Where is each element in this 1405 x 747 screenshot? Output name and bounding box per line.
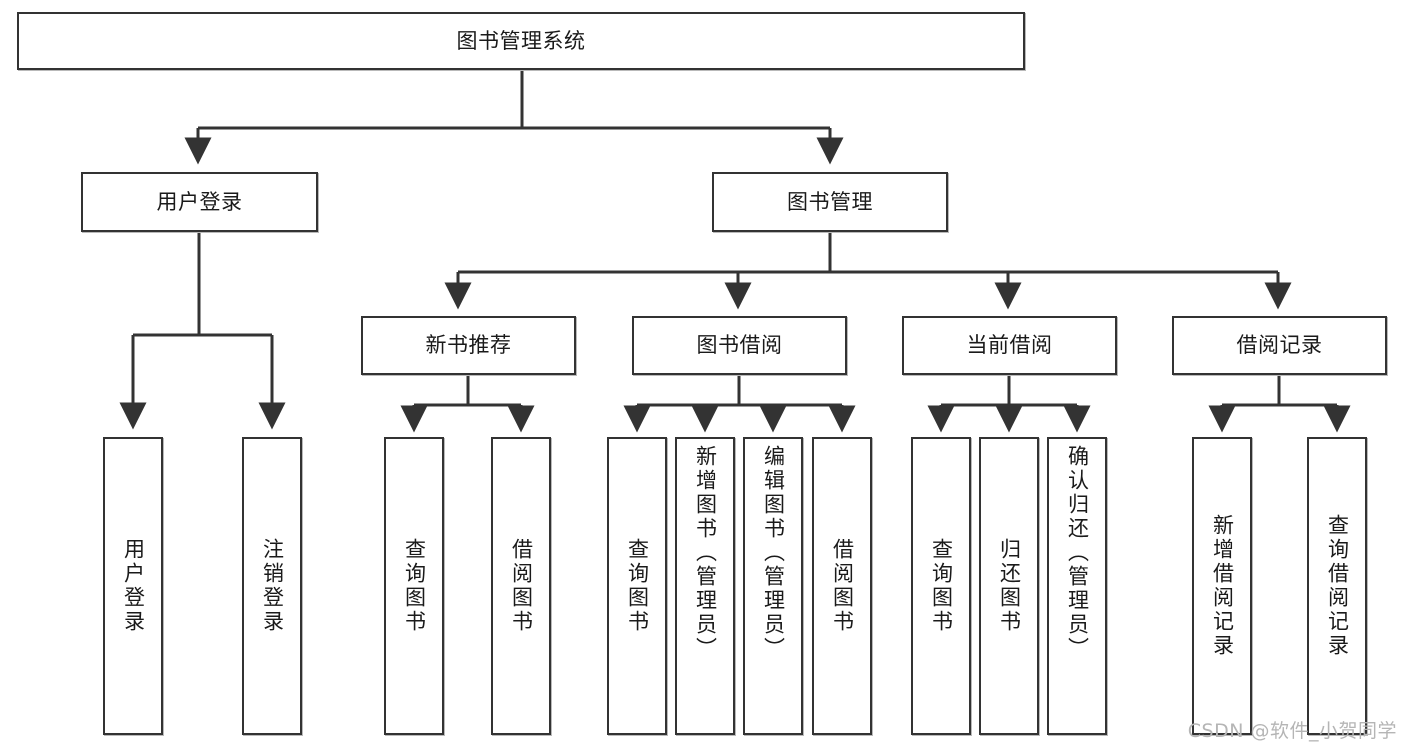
node-root-label: 图书管理系统 [456, 28, 586, 53]
node-leaf-query-book-1[interactable]: 查询图书 [384, 437, 444, 735]
node-leaf-query-record-label: 查询借阅记录 [1325, 514, 1350, 658]
node-book-borrow-label: 图书借阅 [696, 333, 783, 358]
node-leaf-query-book-1-label: 查询图书 [402, 538, 427, 634]
node-current-borrow[interactable]: 当前借阅 [902, 316, 1117, 375]
node-leaf-query-book-2-label: 查询图书 [625, 538, 650, 634]
node-leaf-confirm-return-label: 确认归还（管理员） [1065, 445, 1090, 661]
node-leaf-return-book-label: 归还图书 [997, 538, 1022, 634]
node-leaf-query-book-3-label: 查询图书 [929, 538, 954, 634]
node-leaf-add-record[interactable]: 新增借阅记录 [1192, 437, 1252, 735]
node-leaf-confirm-return[interactable]: 确认归还（管理员） [1047, 437, 1107, 735]
node-leaf-add-book-label: 新增图书（管理员） [693, 445, 718, 661]
node-new-book-recommend[interactable]: 新书推荐 [361, 316, 576, 375]
node-leaf-user-login[interactable]: 用户登录 [103, 437, 163, 735]
node-leaf-add-record-label: 新增借阅记录 [1210, 514, 1235, 658]
node-leaf-add-book[interactable]: 新增图书（管理员） [675, 437, 735, 735]
node-book-borrow[interactable]: 图书借阅 [632, 316, 847, 375]
node-leaf-borrow-book-1-label: 借阅图书 [509, 538, 534, 634]
node-leaf-user-logout[interactable]: 注销登录 [242, 437, 302, 735]
node-book-manage[interactable]: 图书管理 [712, 172, 948, 232]
node-leaf-edit-book[interactable]: 编辑图书（管理员） [743, 437, 803, 735]
watermark-text: CSDN @软件_小贺同学 [1187, 720, 1397, 742]
node-leaf-borrow-book-2-label: 借阅图书 [830, 538, 855, 634]
node-root[interactable]: 图书管理系统 [17, 12, 1025, 70]
node-borrow-record[interactable]: 借阅记录 [1172, 316, 1387, 375]
node-leaf-query-book-3[interactable]: 查询图书 [911, 437, 971, 735]
node-leaf-edit-book-label: 编辑图书（管理员） [761, 445, 786, 661]
node-leaf-user-logout-label: 注销登录 [260, 538, 285, 634]
node-leaf-borrow-book-1[interactable]: 借阅图书 [491, 437, 551, 735]
node-leaf-query-book-2[interactable]: 查询图书 [607, 437, 667, 735]
node-leaf-query-record[interactable]: 查询借阅记录 [1307, 437, 1367, 735]
node-current-borrow-label: 当前借阅 [966, 333, 1053, 358]
node-book-manage-label: 图书管理 [787, 189, 873, 214]
node-leaf-return-book[interactable]: 归还图书 [979, 437, 1039, 735]
node-leaf-borrow-book-2[interactable]: 借阅图书 [812, 437, 872, 735]
node-borrow-record-label: 借阅记录 [1236, 333, 1323, 358]
node-leaf-user-login-label: 用户登录 [121, 538, 146, 634]
node-new-book-recommend-label: 新书推荐 [425, 333, 512, 358]
node-user-login-label: 用户登录 [156, 189, 243, 214]
node-user-login[interactable]: 用户登录 [81, 172, 318, 232]
